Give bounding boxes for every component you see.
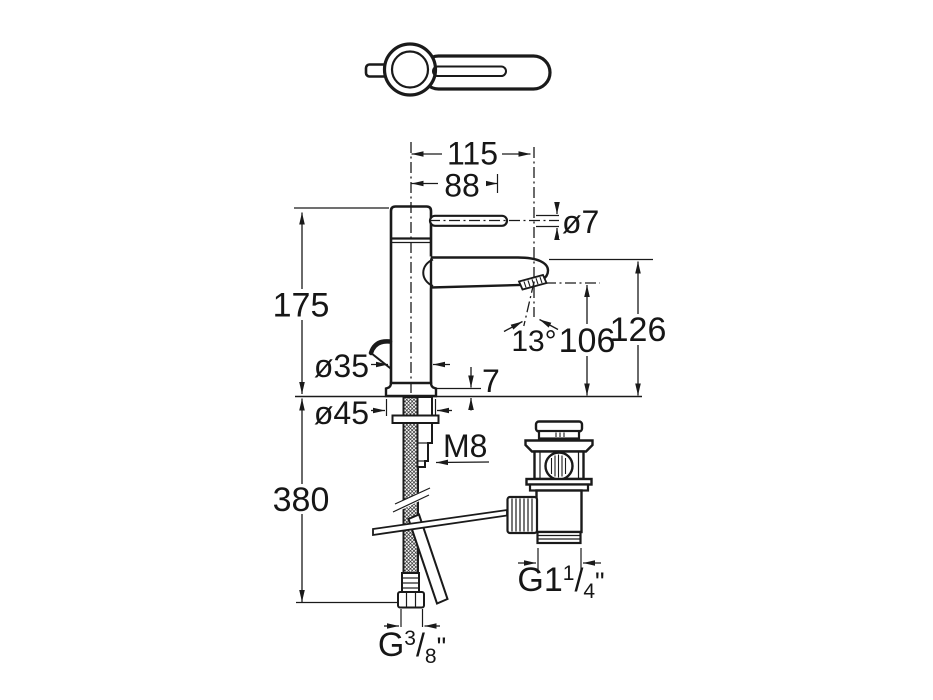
dim-175-label: 175 xyxy=(273,287,330,325)
dim-88-label: 88 xyxy=(444,168,480,204)
supply-hose-nut xyxy=(397,591,425,609)
waste-lower-body xyxy=(535,489,583,534)
dim-g38-label: G3/8" xyxy=(378,626,446,668)
fixing-stud xyxy=(416,396,433,468)
spray-angle-line xyxy=(523,281,535,327)
dim-7-label: 7 xyxy=(482,363,500,399)
mounting-washer xyxy=(391,414,440,424)
dim-o35-label: ø35 xyxy=(314,348,369,384)
dim-m8-leader xyxy=(435,459,490,466)
dim-115-label: 115 xyxy=(447,136,498,172)
dim-g114-label: G11/4" xyxy=(517,561,604,603)
lever-slot xyxy=(432,65,507,77)
waste-knurled-nut xyxy=(506,495,539,535)
spout-junction-arc xyxy=(422,258,434,287)
supply-hose-diagonal xyxy=(407,513,449,605)
lever-hub-inner xyxy=(390,50,430,89)
dim-m8-label: M8 xyxy=(443,428,487,464)
dim-13deg-label: 13° xyxy=(511,325,556,358)
dim-380-label: 380 xyxy=(273,481,330,519)
dimension-annotations: 115 88 ø7 175 ø35 7 13° 1 xyxy=(273,136,667,669)
waste-thread xyxy=(536,530,582,545)
dim-o45-label: ø45 xyxy=(314,395,369,431)
centerlines xyxy=(410,142,600,394)
dim-o7-label: ø7 xyxy=(562,204,599,240)
dim-126-label: 126 xyxy=(610,311,667,349)
waste-top-flange xyxy=(524,439,594,453)
top-view-lever-handle xyxy=(364,42,552,97)
dim-106-label: 106 xyxy=(559,322,616,360)
lever-arm-top xyxy=(420,54,552,91)
popup-waste-assembly xyxy=(506,420,594,545)
